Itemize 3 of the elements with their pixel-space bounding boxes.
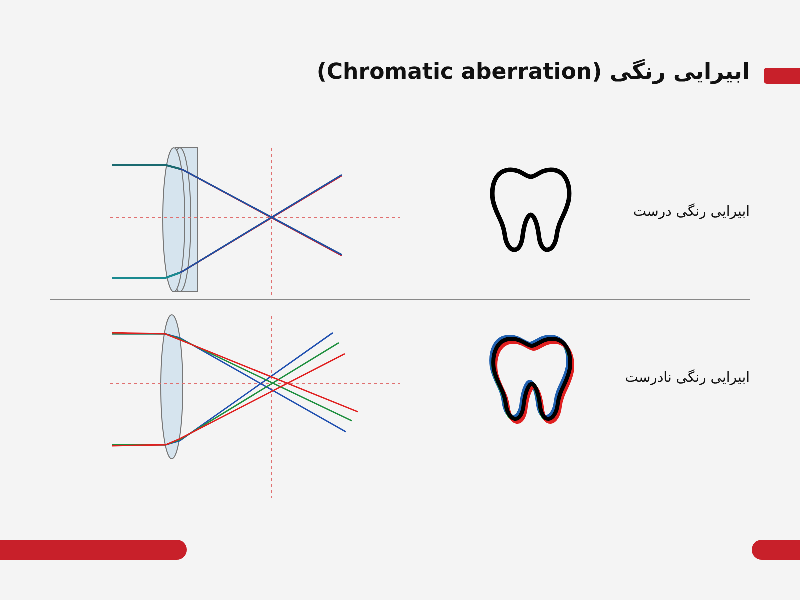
title: ابیرایی رنگی (Chromatic aberration) bbox=[316, 60, 750, 85]
caption-label: ابیرایی رنگی نادرست bbox=[625, 370, 750, 386]
caption-label: ابیرایی رنگی درست bbox=[633, 204, 750, 220]
